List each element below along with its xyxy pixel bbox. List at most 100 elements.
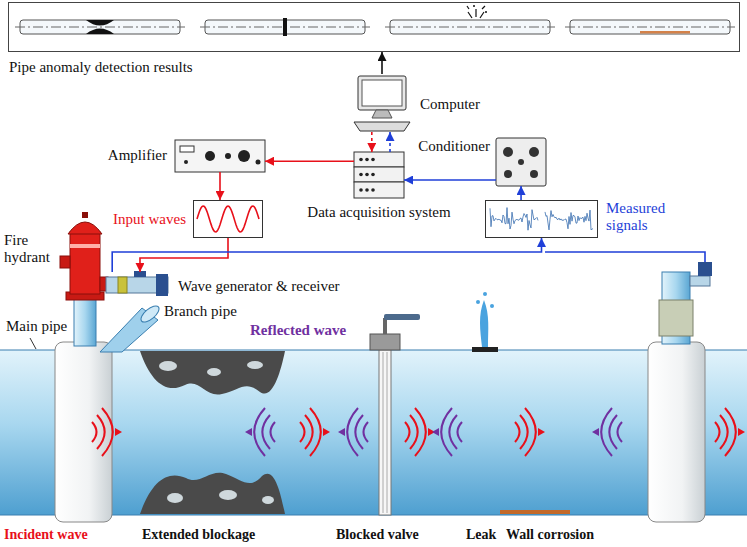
amplifier-unit <box>175 140 265 172</box>
connector-arrow <box>389 132 391 152</box>
pipe-collar <box>55 342 705 522</box>
wave-front <box>410 415 418 449</box>
connector-arrow <box>219 172 221 200</box>
daq-rack <box>354 152 404 167</box>
conditioner-unit <box>518 159 524 165</box>
connector-arrow <box>265 160 354 162</box>
conditioner-unit: Conditioner <box>496 138 546 186</box>
blockage <box>140 351 285 395</box>
blockage <box>219 490 237 500</box>
wave-front <box>300 408 330 456</box>
daq-rack <box>354 152 404 198</box>
results-panel: Pipe anomaly detection results <box>8 2 740 52</box>
wave-front <box>245 428 252 436</box>
daq-rack: Data acquisition system <box>354 152 404 198</box>
result-pipe <box>385 27 555 28</box>
wave-front <box>305 415 313 449</box>
branch-pipe <box>138 303 161 325</box>
node-label: Input waves <box>113 211 186 228</box>
wave-front <box>338 428 345 436</box>
pipe-collar <box>55 342 112 522</box>
result-pipe <box>473 5 475 7</box>
wave-front <box>618 422 623 442</box>
leak <box>483 292 487 296</box>
amplifier-unit <box>180 146 194 152</box>
blockage <box>207 368 221 376</box>
daq-rack <box>371 173 375 177</box>
fire-hydrant <box>82 212 88 218</box>
result-pipe <box>15 27 185 28</box>
wave-front <box>415 408 426 456</box>
wave-front <box>97 415 105 449</box>
computer-icon <box>372 110 392 118</box>
fire-hydrant <box>60 256 70 268</box>
computer-icon <box>354 76 410 131</box>
blocked-valve <box>370 334 400 350</box>
wave-front <box>102 408 113 456</box>
wave-front <box>601 408 612 456</box>
part-label: Blocked valve <box>336 527 419 543</box>
wave-front <box>364 422 369 442</box>
computer-icon <box>362 80 402 106</box>
wave-generator <box>106 271 168 296</box>
daq-rack <box>359 173 363 177</box>
daq-rack <box>365 158 369 162</box>
wave-front <box>245 408 275 456</box>
wave-front <box>92 408 122 456</box>
wave-front <box>92 422 97 442</box>
wave-front <box>271 422 276 442</box>
wave-front <box>310 408 321 456</box>
blocked-valve <box>384 314 420 320</box>
wave-front <box>355 415 363 449</box>
computer-icon <box>358 76 406 110</box>
transducer: Wave generator & receiver <box>106 272 168 298</box>
daq-rack <box>354 182 404 198</box>
wave-front <box>515 422 520 442</box>
blocked-valve <box>370 314 420 515</box>
wave-front <box>592 408 622 456</box>
wave-front <box>449 415 457 449</box>
result-pipes <box>15 5 735 36</box>
result-pipe <box>385 5 555 34</box>
right-riser <box>698 262 712 276</box>
right-riser <box>659 300 693 336</box>
blocked-valve <box>383 318 387 334</box>
wave-front <box>432 408 462 456</box>
blocked-valve <box>383 352 384 513</box>
branch-pipe <box>100 303 162 352</box>
conditioner-unit <box>530 170 538 178</box>
leak <box>472 347 498 352</box>
conditioner-unit <box>503 147 513 157</box>
sine-wave <box>197 206 259 232</box>
wave-front <box>405 408 435 456</box>
wave-front <box>338 408 368 456</box>
amplifier-unit <box>205 151 215 161</box>
result-pipe <box>467 6 485 18</box>
part-label: Incident wave <box>4 527 88 543</box>
blockage <box>159 361 177 371</box>
amplifier-unit <box>238 150 250 162</box>
amplifier-unit <box>256 160 261 165</box>
part-label: Fire hydrant <box>4 232 60 267</box>
daq-rack <box>359 158 363 162</box>
part-label: Main pipe <box>6 318 67 335</box>
connector-arrow <box>520 186 522 200</box>
leader-line <box>30 338 36 349</box>
result-pipe <box>640 31 690 34</box>
leak <box>476 300 480 304</box>
daq-rack <box>371 188 375 192</box>
right-riser <box>690 276 710 286</box>
conditioner-unit <box>496 138 546 186</box>
result-pipe <box>200 18 370 36</box>
node-label: Measured signals <box>606 200 678 235</box>
result-pipe <box>565 27 735 28</box>
pipe-collar <box>648 342 705 522</box>
wall-corrosion <box>500 510 570 514</box>
node-label: Data acquisition system <box>307 204 450 221</box>
wave-front <box>715 408 745 456</box>
wave-front <box>262 415 270 449</box>
fire-hydrant <box>68 222 102 234</box>
result-pipe <box>86 20 114 34</box>
